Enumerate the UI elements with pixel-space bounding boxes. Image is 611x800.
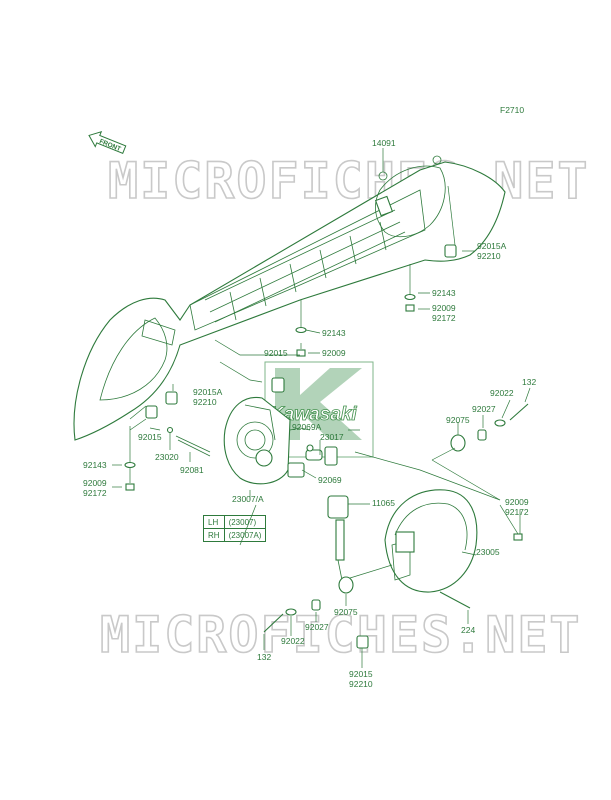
part-label-224: 224 xyxy=(461,625,475,635)
bolt-132-right xyxy=(509,403,529,421)
legend-side: LH xyxy=(203,515,225,529)
bulb-92069a xyxy=(306,444,314,452)
part-label-132-right: 132 xyxy=(522,377,536,387)
kawasaki-logo-text: Kawasaki xyxy=(270,404,357,425)
part-label-92009-right: 92009 xyxy=(432,303,456,313)
lh-rh-legend: LH (23007) RH (23007A) xyxy=(203,515,267,542)
legend-row-rh: RH (23007A) xyxy=(203,528,267,542)
part-label-92027-bottom: 92027 xyxy=(305,622,329,632)
bolt-92009-center xyxy=(296,349,306,357)
part-label-92009-center: 92009 xyxy=(322,348,346,358)
grommet-92075-bottom xyxy=(338,576,354,594)
part-label-92015-left: 92015 xyxy=(138,432,162,442)
part-label-92172-left: 92172 xyxy=(83,488,107,498)
part-label-92069: 92069 xyxy=(318,475,342,485)
collar-92027-bottom xyxy=(311,599,321,611)
watermark-bottom: MICROFICHES.NET xyxy=(100,606,582,664)
front-arrow-icon: FRONT xyxy=(88,130,127,155)
part-label-23007a: 23007/A xyxy=(232,494,264,504)
washer-92143-left xyxy=(124,461,136,469)
part-label-92143-left: 92143 xyxy=(83,460,107,470)
bolt-92009-far-right xyxy=(513,533,523,541)
leader-lines xyxy=(112,148,531,668)
part-label-92015a-left: 92015A xyxy=(193,387,223,397)
part-label-92022-bottom: 92022 xyxy=(281,636,305,646)
left-headlight-assembly xyxy=(223,396,349,581)
part-label-92075-right: 92075 xyxy=(446,415,470,425)
part-label-92015-bottom: 92015 xyxy=(349,669,373,679)
bolt-132-bottom xyxy=(263,613,284,633)
part-label-92027-right: 92027 xyxy=(472,404,496,414)
part-label-92210-right: 92210 xyxy=(477,251,501,261)
nut-92015-bottom xyxy=(356,635,369,649)
part-label-132-bottom: 132 xyxy=(257,652,271,662)
part-label-14091: 14091 xyxy=(372,138,396,148)
nut-92015-center xyxy=(271,377,285,393)
part-label-11065: 11065 xyxy=(372,498,395,508)
washer-92022-bottom xyxy=(285,608,297,616)
part-label-92009-left: 92009 xyxy=(83,478,107,488)
bolt-92009-left xyxy=(125,483,135,491)
nut-92015a-right xyxy=(444,244,457,258)
part-label-23005: 23005 xyxy=(476,547,500,557)
nut-92015-left xyxy=(145,405,158,419)
part-label-92069a: 92069A xyxy=(292,422,322,432)
part-label-92075-bottom: 92075 xyxy=(334,607,358,617)
upper-cowl xyxy=(73,155,506,441)
part-label-92172-far-right: 92172 xyxy=(505,507,529,517)
screw-224 xyxy=(439,591,471,609)
screw-92081 xyxy=(175,435,211,457)
legend-side: RH xyxy=(203,528,225,542)
figure-code: F2710 xyxy=(500,105,524,115)
part-label-92210-bottom: 92210 xyxy=(349,679,373,689)
part-label-92143-right: 92143 xyxy=(432,288,456,298)
collar-92027-right xyxy=(477,429,487,441)
legend-part: (23007A) xyxy=(223,528,267,542)
part-label-92015a-right: 92015A xyxy=(477,241,507,251)
right-headlight-assembly xyxy=(384,489,478,593)
nut-92015a-left xyxy=(165,391,178,405)
part-labels: 14091 92015A 92210 92143 92009 92172 921… xyxy=(83,138,536,689)
part-label-92009-far-right: 92009 xyxy=(505,497,529,507)
part-label-92172-right: 92172 xyxy=(432,313,456,323)
clip-23020 xyxy=(166,426,174,434)
part-label-92210-left: 92210 xyxy=(193,397,217,407)
fasteners xyxy=(124,244,529,649)
kawasaki-logo: Kawasaki xyxy=(264,361,374,458)
part-label-92143-center: 92143 xyxy=(322,328,346,338)
part-label-23017: 23017 xyxy=(320,432,344,442)
washer-92022-right xyxy=(494,419,506,427)
legend-part: (23007) xyxy=(223,515,267,529)
bolt-92009-right xyxy=(405,304,415,312)
washer-92143-right xyxy=(404,293,416,301)
part-label-23020: 23020 xyxy=(155,452,179,462)
legend-row-lh: LH (23007) xyxy=(203,515,267,529)
watermark-top: MICROFICHES.NET xyxy=(108,152,590,210)
part-label-92022-right: 92022 xyxy=(490,388,514,398)
part-label-92015-center: 92015 xyxy=(264,348,288,358)
washer-92143-center xyxy=(295,326,307,334)
part-label-92081: 92081 xyxy=(180,465,204,475)
